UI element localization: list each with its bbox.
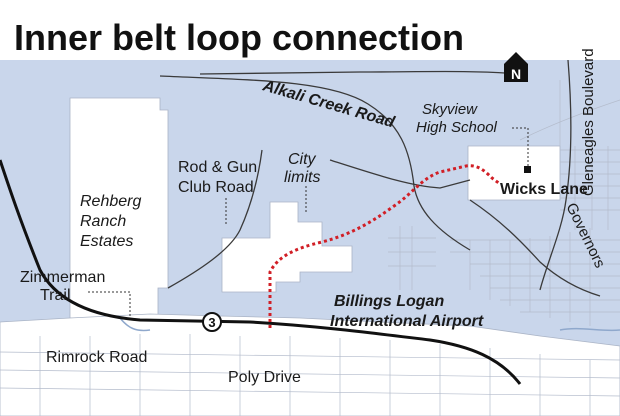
waterways (119, 317, 620, 332)
alkali-creek-road-line (159, 75, 471, 251)
non-city-parcels (0, 97, 620, 416)
poly-drive-label: Poly Drive (228, 369, 301, 386)
wicks-lane-label: Wicks Lane (500, 181, 588, 198)
zimmerman-label-line2: Trail (40, 287, 71, 304)
skyview-label-line1: Skyview (422, 101, 478, 118)
rod-gun-club-road-line (167, 149, 263, 289)
rehberg-label-line3: Estates (80, 233, 133, 250)
rimrock-road-label: Rimrock Road (46, 349, 147, 366)
zimmerman-label-line1: Zimmerman (20, 269, 105, 286)
skyview-parcel (467, 145, 561, 201)
zimmerman-leader (88, 291, 131, 318)
north-arrow-label: N (511, 66, 521, 82)
route-shield-label: 3 (208, 315, 215, 330)
top-road-line (199, 70, 521, 75)
route-3-highway (0, 159, 522, 385)
inner-belt-loop-route (268, 164, 501, 328)
north-arrow-icon: N (504, 52, 528, 82)
city-limits-label-line1: City (288, 151, 317, 168)
street-grid (0, 80, 620, 416)
airport-label-line2: International Airport (330, 313, 484, 330)
gray-roads (159, 59, 601, 297)
map-title: Inner belt loop connection (14, 17, 464, 58)
rod-gun-label-line1: Rod & Gun (178, 159, 257, 176)
route-shield-icon: 3 (202, 312, 222, 332)
city-notch-parcel (221, 201, 353, 293)
city-limits-label-line2: limits (284, 169, 320, 186)
southern-white-band (0, 313, 620, 416)
rehberg-label-line1: Rehberg (80, 193, 141, 210)
rod-gun-label-line2: Club Road (178, 179, 254, 196)
wicks-lane-line (329, 159, 471, 189)
skyview-school-marker (524, 166, 531, 173)
gleneagles-boulevard-label: Gleneagles Boulevard (580, 48, 597, 196)
skyview-label-line2: High School (416, 119, 498, 136)
rehberg-label-line2: Ranch (80, 213, 126, 230)
gleneagles-boulevard-line (539, 59, 572, 291)
airport-label-line1: Billings Logan (334, 293, 444, 310)
governors-line (469, 199, 601, 297)
